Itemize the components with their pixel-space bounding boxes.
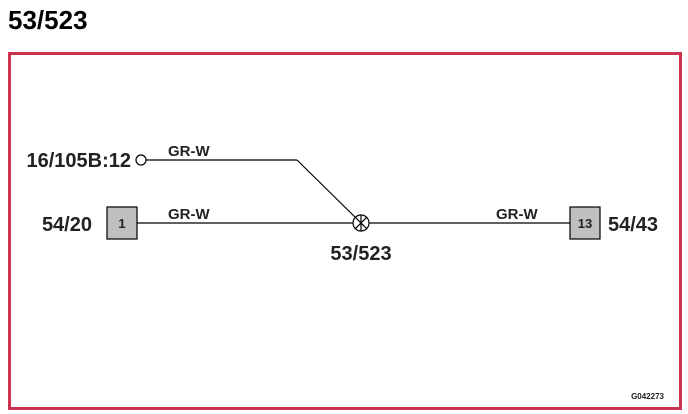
connector-pin-right: 13 xyxy=(578,216,592,231)
upper-wire-diagonal xyxy=(296,159,357,219)
connector-label-right: 54/43 xyxy=(608,214,658,236)
connector-label-left: 54/20 xyxy=(42,214,92,236)
reference-code: G042273 xyxy=(631,392,664,401)
splice-icon xyxy=(352,214,370,232)
connector-pin-left: 1 xyxy=(118,216,125,231)
wire-color-upper: GR-W xyxy=(168,143,210,160)
wire-color-left: GR-W xyxy=(168,206,210,223)
wire-color-right: GR-W xyxy=(496,206,538,223)
diagram-frame xyxy=(8,52,682,410)
open-terminal-icon xyxy=(135,154,147,166)
connector-pin-box-left xyxy=(106,206,138,240)
connector-label-open: 16/105B:12 xyxy=(26,150,131,172)
connector-pin-box-right xyxy=(569,206,601,240)
splice-label: 53/523 xyxy=(330,243,391,265)
page-title: 53/523 xyxy=(8,5,88,35)
